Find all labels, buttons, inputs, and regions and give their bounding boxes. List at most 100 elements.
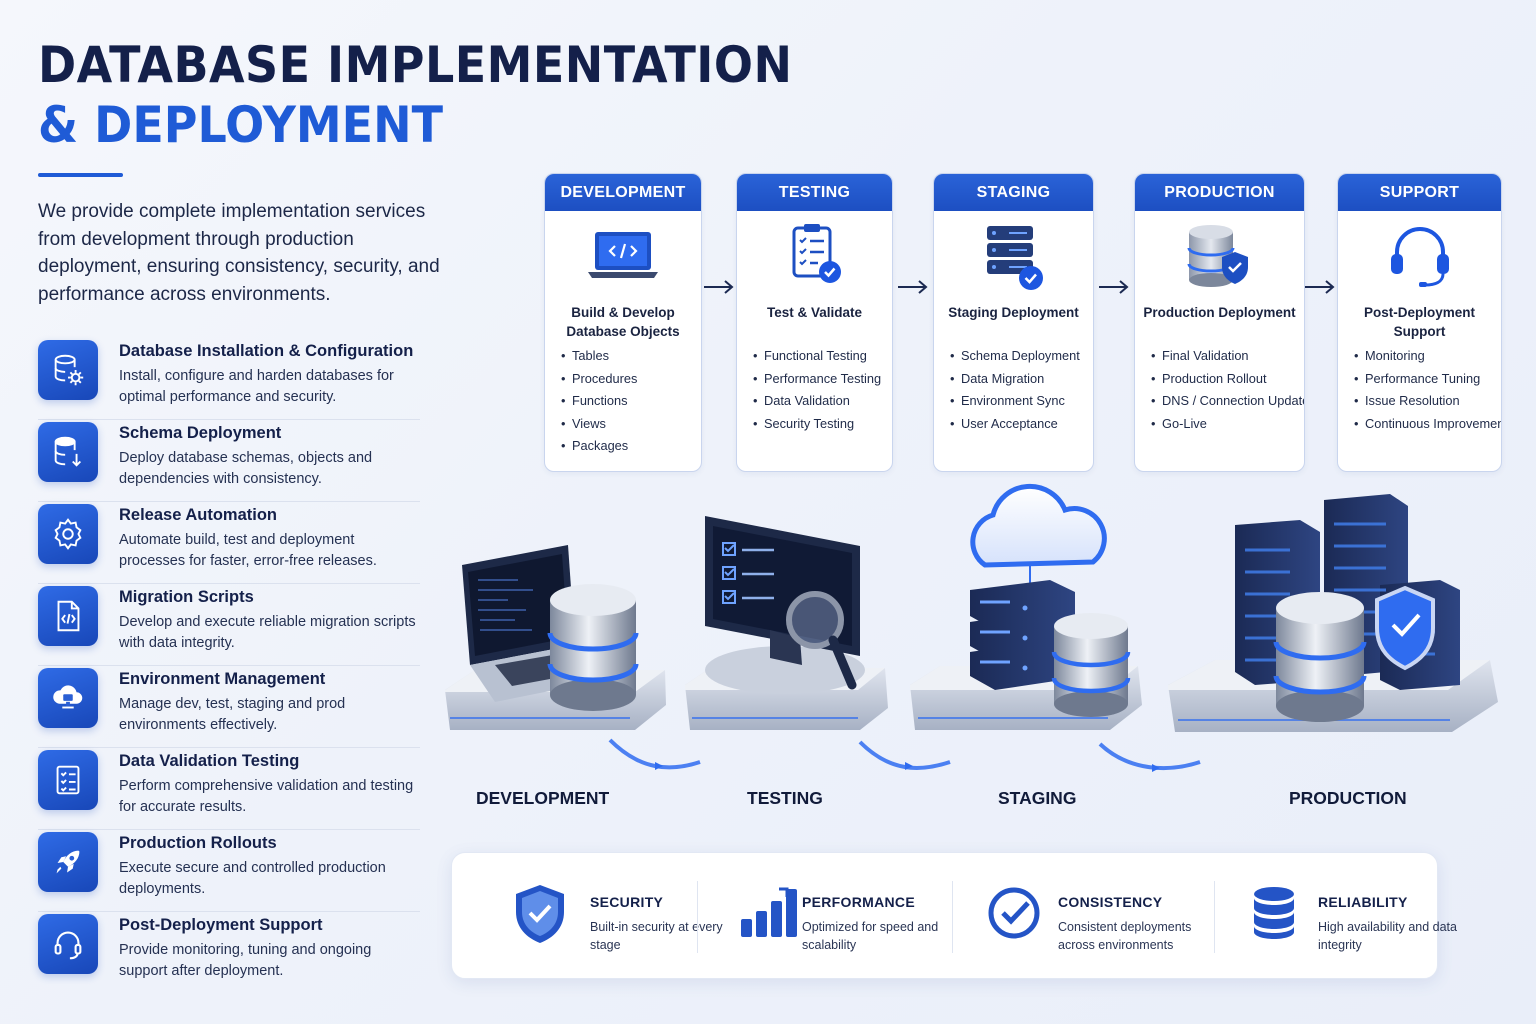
service-desc: Automate build, test and deployment proc… [119, 532, 377, 569]
stage-items: Functional Testing Performance Testing D… [737, 345, 892, 435]
divider [697, 881, 698, 953]
stage-subtitle: Staging Deployment [948, 305, 1079, 320]
service-desc: Install, configure and harden databases … [119, 368, 394, 405]
stage-items: Schema Deployment Data Migration Environ… [934, 345, 1093, 435]
service-item: Environment Management Manage dev, test,… [38, 666, 420, 748]
stage-subtitle: Test & Validate [766, 305, 863, 320]
services-list: Database Installation & Configuration In… [38, 338, 420, 994]
stage-item: Continuous Improvement [1354, 413, 1501, 436]
service-title: Post-Deployment Support [119, 916, 323, 934]
stage-header: DEVELOPMENT [545, 174, 701, 211]
arrow-right-icon [898, 280, 928, 294]
laptop-code-icon [545, 211, 701, 301]
benefit-desc: Consistent deployments across environmen… [1058, 920, 1192, 952]
code-file-icon [38, 586, 98, 646]
service-item: Production Rollouts Execute secure and c… [38, 830, 420, 912]
stage-card-development: DEVELOPMENT Build & Develop Database Obj… [544, 173, 702, 472]
stage-item: Issue Resolution [1354, 390, 1501, 413]
stage-items: Tables Procedures Functions Views Packag… [545, 345, 701, 458]
stage-header: STAGING [934, 174, 1093, 211]
stage-item: Procedures [561, 368, 701, 391]
service-title: Environment Management [119, 670, 326, 688]
stage-item: Production Rollout [1151, 368, 1304, 391]
stage-items: Monitoring Performance Tuning Issue Reso… [1338, 345, 1501, 435]
shield-check-icon [516, 885, 564, 943]
headset-icon [1338, 211, 1501, 301]
stage-subtitle: Build & Develop Database Objects [566, 305, 680, 339]
benefit-performance: PERFORMANCE Optimized for speed and scal… [697, 853, 952, 980]
benefit-title: CONSISTENCY [1058, 894, 1163, 910]
headset-icon [38, 914, 98, 974]
stage-card-support: SUPPORT Post-Deployment Support Monitori… [1337, 173, 1502, 472]
benefit-desc: Optimized for speed and scalability [802, 920, 939, 952]
stage-item: Data Migration [950, 368, 1093, 391]
stage-subtitle: Post-Deployment Support [1363, 305, 1475, 339]
stage-subtitle: Production Deployment [1143, 305, 1296, 320]
page-title-line1: DATABASE IMPLEMENTATION [38, 36, 793, 94]
stage-item: Go-Live [1151, 413, 1304, 436]
stage-item: Security Testing [753, 413, 892, 436]
stage-item: Views [561, 413, 701, 436]
service-item: Database Installation & Configuration In… [38, 338, 420, 420]
stage-item: Packages [561, 435, 701, 458]
service-desc: Deploy database schemas, objects and dep… [119, 450, 373, 487]
service-item: Schema Deployment Deploy database schema… [38, 420, 420, 502]
database-shield-icon [1135, 211, 1304, 301]
arrow-right-icon [1305, 280, 1335, 294]
service-desc: Develop and execute reliable migration s… [119, 614, 416, 651]
stage-item: Performance Testing [753, 368, 892, 391]
env-label-development: DEVELOPMENT [476, 788, 610, 808]
checklist-icon [38, 750, 98, 810]
stage-item: Functions [561, 390, 701, 413]
stage-item: DNS / Connection Update [1151, 390, 1304, 413]
service-desc: Provide monitoring, tuning and ongoing s… [119, 942, 372, 979]
stage-item: Final Validation [1151, 345, 1304, 368]
benefit-security: SECURITY Built-in security at every stag… [452, 853, 723, 980]
service-title: Production Rollouts [119, 834, 277, 852]
service-item: Release Automation Automate build, test … [38, 502, 420, 584]
page-title-line2: & DEPLOYMENT [38, 96, 443, 154]
stage-card-staging: STAGING Staging Deployment Schema Deploy… [933, 173, 1094, 472]
benefit-consistency: CONSISTENCY Consistent deployments acros… [952, 853, 1214, 980]
service-item: Post-Deployment Support Provide monitori… [38, 912, 420, 994]
service-desc: Perform comprehensive validation and tes… [119, 778, 414, 815]
benefit-desc: Built-in security at every stage [590, 920, 723, 952]
cloud-monitor-icon [38, 668, 98, 728]
service-title: Migration Scripts [119, 588, 254, 606]
env-label-testing: TESTING [747, 788, 823, 808]
service-desc: Manage dev, test, staging and prod envir… [119, 696, 346, 733]
service-title: Database Installation & Configuration [119, 342, 414, 360]
database-icon [1254, 887, 1294, 939]
check-circle-icon [988, 887, 1040, 939]
database-gear-icon [38, 340, 98, 400]
env-label-staging: STAGING [998, 788, 1077, 808]
stage-item: User Acceptance [950, 413, 1093, 436]
isometric-environments-illustration [445, 483, 1498, 772]
server-check-icon [934, 211, 1093, 301]
stage-header: PRODUCTION [1135, 174, 1304, 211]
divider [1214, 881, 1215, 953]
stage-item: Tables [561, 345, 701, 368]
service-item: Data Validation Testing Perform comprehe… [38, 748, 420, 830]
stage-item: Performance Tuning [1354, 368, 1501, 391]
database-download-icon [38, 422, 98, 482]
arrow-right-icon [704, 280, 734, 294]
arrow-right-icon [1099, 280, 1129, 294]
rocket-icon [38, 832, 98, 892]
title-underline [38, 173, 123, 177]
bar-chart-icon [741, 887, 797, 937]
service-title: Data Validation Testing [119, 752, 300, 770]
benefit-title: SECURITY [590, 894, 664, 910]
service-item: Migration Scripts Develop and execute re… [38, 584, 420, 666]
stage-card-testing: TESTING Test & Validate Functional Testi… [736, 173, 893, 472]
intro-text: We provide complete implementation servi… [38, 201, 440, 305]
benefit-reliability: RELIABILITY High availability and data i… [1214, 853, 1457, 980]
stage-header: TESTING [737, 174, 892, 211]
stage-item: Schema Deployment [950, 345, 1093, 368]
env-label-production: PRODUCTION [1289, 788, 1407, 808]
service-desc: Execute secure and controlled production… [119, 860, 386, 897]
stage-items: Final Validation Production Rollout DNS … [1135, 345, 1304, 435]
stage-item: Monitoring [1354, 345, 1501, 368]
service-title: Schema Deployment [119, 424, 282, 442]
benefit-title: PERFORMANCE [802, 894, 915, 910]
